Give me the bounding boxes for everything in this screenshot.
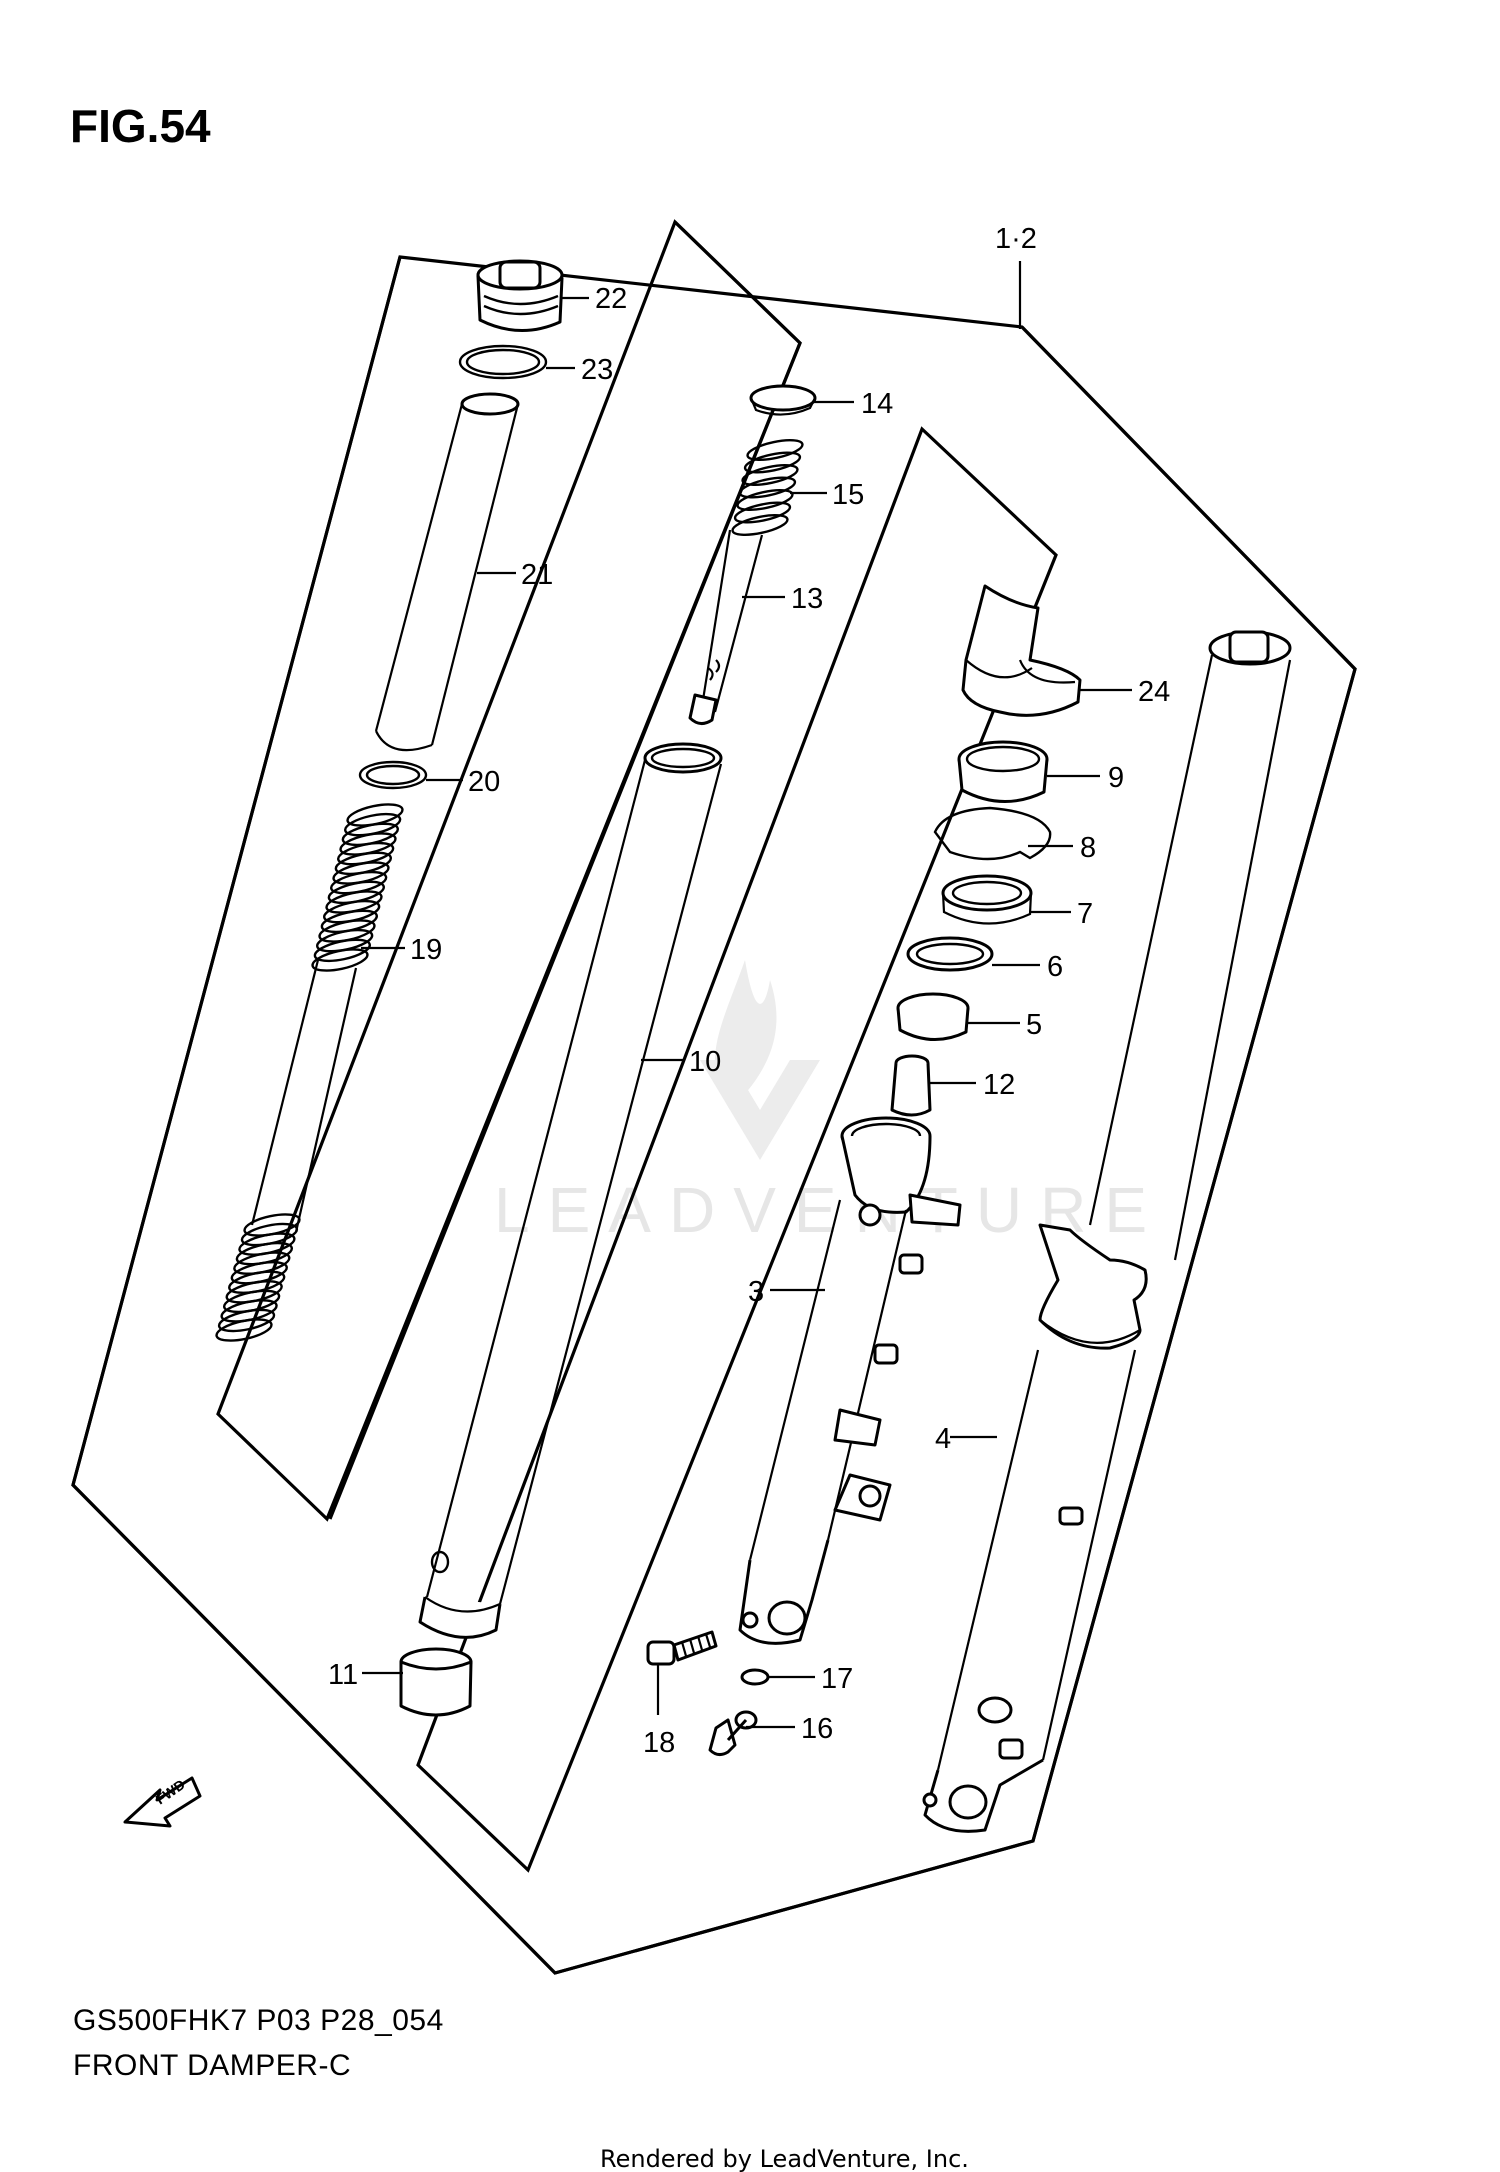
callout-labels: 1·2 22 23 21 20 19 14 15 13 10 11 24 9 8… [328, 223, 1170, 1759]
spring-coil [741, 464, 799, 486]
callout-12: 12 [983, 1069, 1015, 1101]
spring-coil [746, 439, 804, 461]
part-rebound-spring [731, 439, 804, 536]
part-outer-tube-left [738, 1116, 962, 1645]
part-fork-spring [215, 803, 404, 1342]
spring-outline [294, 967, 358, 1233]
leader-lines [361, 261, 1132, 1729]
part-axle-bolt [646, 1630, 718, 1666]
frame-spring-group [216, 219, 802, 1522]
callout-10: 10 [689, 1046, 721, 1078]
part-dust-seal [957, 740, 1049, 803]
callout-14: 14 [861, 388, 893, 420]
part-o-ring [458, 344, 548, 380]
callout-11: 11 [328, 1659, 358, 1691]
part-oil-seal [941, 874, 1033, 925]
part-oil-lock-piece [890, 1054, 932, 1117]
callout-21: 21 [521, 559, 553, 591]
callout-18: 18 [643, 1727, 675, 1759]
model-code: GS500FHK7 P03 P28_054 [73, 2004, 444, 2037]
figure-title: FIG.54 [70, 100, 211, 152]
frame-innertube-group [328, 220, 802, 1520]
part-damper-bolt [708, 1710, 758, 1757]
spring-coil [738, 476, 797, 499]
callout-23: 23 [581, 354, 613, 386]
assembly-frame-outline [71, 255, 1357, 1975]
part-cap-bolt [476, 259, 564, 332]
callout-9: 9 [1108, 762, 1124, 794]
fwd-arrow-icon: FWD [123, 1776, 202, 1828]
spring-coil [731, 514, 789, 536]
part-slide-metal [399, 1647, 473, 1717]
callout-8: 8 [1080, 832, 1096, 864]
part-stopper-ring [933, 806, 1052, 861]
section-name: FRONT DAMPER-C [73, 2049, 351, 2082]
callout-19: 19 [410, 934, 442, 966]
part-inner-tube [418, 742, 723, 1639]
callout-7: 7 [1077, 898, 1093, 930]
callout-22: 22 [595, 283, 627, 315]
callout-1-2: 1·2 [995, 223, 1037, 255]
watermark: LEADVENTURE [494, 960, 1147, 1246]
spring-coil [743, 451, 802, 474]
callout-24: 24 [1138, 676, 1170, 708]
part-spacer-tube [374, 392, 520, 752]
part-washer-20 [358, 760, 428, 790]
callout-17: 17 [821, 1663, 853, 1695]
part-piston-ring [749, 384, 817, 416]
spring-coil [736, 489, 794, 511]
part-outer-tube-right [922, 630, 1292, 1833]
part-dust-boot [961, 584, 1082, 717]
spring-coil [733, 501, 792, 524]
callout-16: 16 [801, 1713, 833, 1745]
assembly-frame [71, 256, 1357, 1975]
spring-coil [217, 1308, 276, 1333]
part-gasket [740, 1668, 770, 1686]
part-guide-metal [896, 992, 970, 1042]
rendered-by-credit: Rendered by LeadVenture, Inc. [600, 2145, 969, 2172]
part-cylinder [688, 529, 764, 725]
callout-15: 15 [832, 479, 864, 511]
callout-3: 3 [748, 1276, 764, 1308]
spring-coil [313, 938, 371, 963]
callout-4: 4 [935, 1423, 951, 1455]
callout-6: 6 [1047, 951, 1063, 983]
spring-coil [311, 948, 369, 972]
spring-outline [250, 959, 320, 1226]
callout-20: 20 [468, 766, 500, 798]
callout-13: 13 [791, 583, 823, 615]
frame-outertube-group [416, 426, 1058, 1873]
callout-5: 5 [1026, 1009, 1042, 1041]
spring-coil [215, 1318, 273, 1342]
